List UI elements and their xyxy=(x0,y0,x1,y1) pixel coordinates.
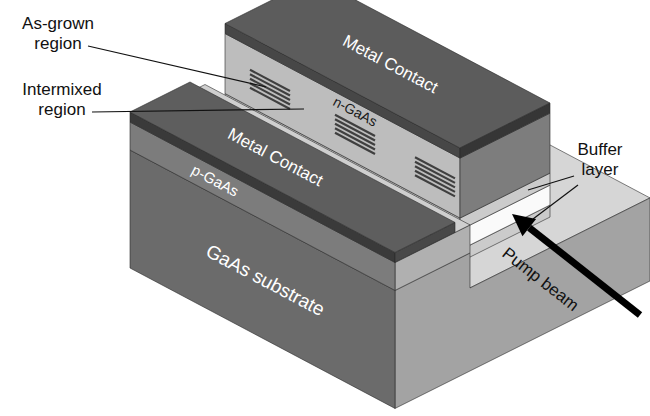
top-contact-layer-front xyxy=(460,103,550,158)
superlattice-stripe xyxy=(250,70,290,91)
pump-beam-shaft xyxy=(529,228,640,315)
leader-line xyxy=(88,46,266,87)
superlattice-stripe xyxy=(415,162,455,183)
superlattice-stripe xyxy=(335,133,375,154)
pump-beam-head xyxy=(512,214,536,236)
leader-line xyxy=(528,176,574,190)
superlattice-stripe xyxy=(250,88,290,109)
superlattice-stripe xyxy=(415,166,455,187)
superlattice-stripe xyxy=(250,79,290,100)
region-label: As-grown region xyxy=(6,14,110,54)
contact-top-face xyxy=(130,82,455,252)
leader-line xyxy=(533,185,578,219)
superlattice-stripe xyxy=(415,171,455,192)
superlattice-stripe xyxy=(335,128,375,149)
layer-label: Buffer layer xyxy=(568,140,632,180)
leader-line xyxy=(92,109,304,112)
superlattice-stripe xyxy=(415,157,455,178)
superlattice-stripe xyxy=(250,83,290,104)
region-label: Intermixed region xyxy=(4,80,120,120)
superlattice-stripe xyxy=(415,175,455,196)
